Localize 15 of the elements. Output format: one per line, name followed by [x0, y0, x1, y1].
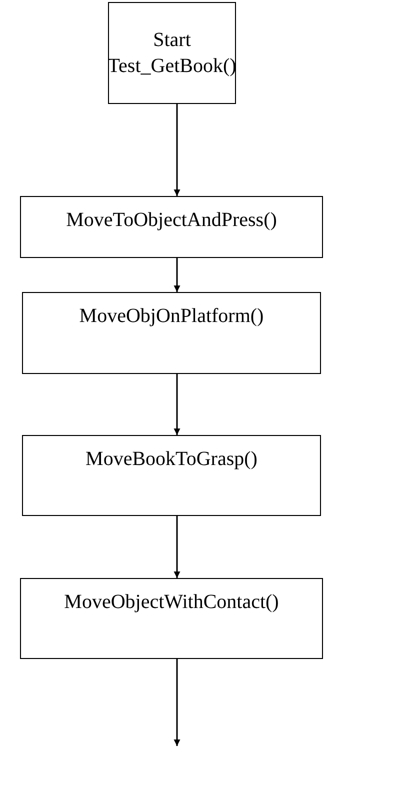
process-box — [108, 2, 236, 104]
process-box — [22, 292, 321, 374]
process-box — [20, 196, 323, 258]
box-label: MoveToObjectAndPress() — [66, 208, 277, 233]
process-box — [22, 435, 321, 516]
box-label: MoveBookToGrasp() — [86, 447, 258, 472]
arrow — [174, 659, 180, 746]
process-box — [20, 578, 323, 659]
box-label: Start Test_GetBook() — [108, 28, 236, 79]
arrow — [174, 516, 180, 578]
arrow — [174, 258, 180, 292]
box-label: MoveObjOnPlatform() — [79, 304, 264, 329]
box-label: MoveObjectWithContact() — [64, 590, 279, 615]
arrow — [174, 374, 180, 435]
arrow — [174, 104, 180, 196]
